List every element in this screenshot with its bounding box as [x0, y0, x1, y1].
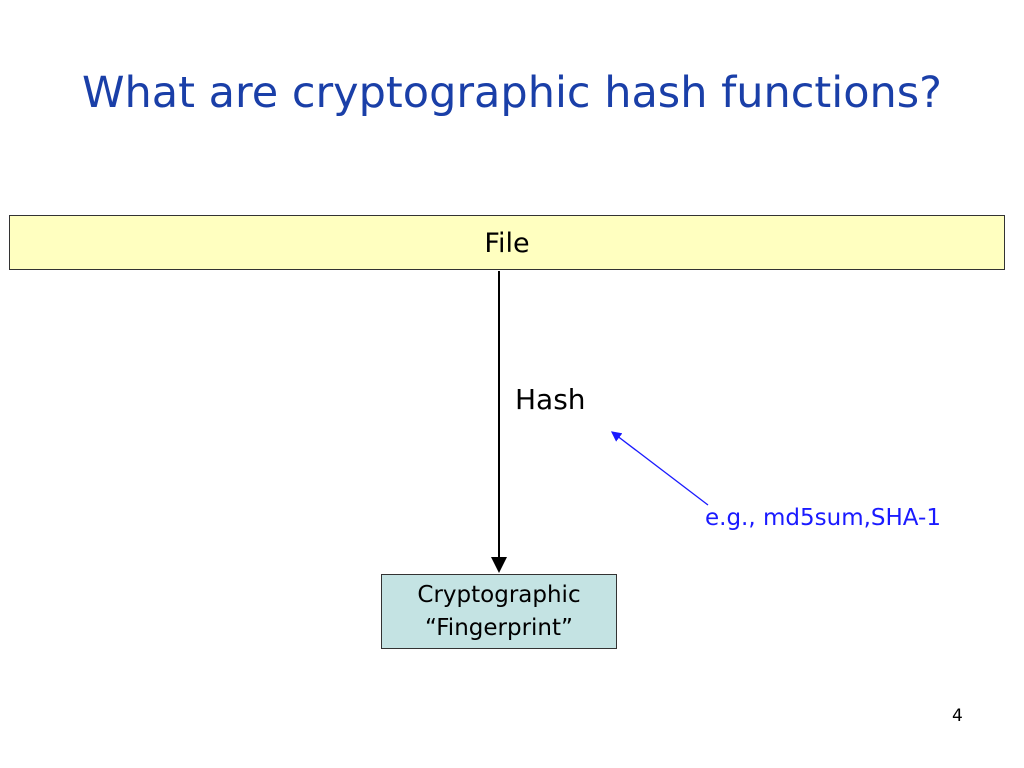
page-number: 4	[952, 706, 963, 726]
hash-label: Hash	[515, 383, 586, 416]
fingerprint-line2: “Fingerprint”	[425, 615, 573, 641]
example-pointer-arrow	[610, 431, 709, 506]
fingerprint-line1: Cryptographic	[417, 582, 581, 608]
slide-title: What are cryptographic hash functions?	[81, 68, 943, 118]
fingerprint-box: Cryptographic “Fingerprint”	[381, 574, 617, 649]
example-label: e.g., md5sum,SHA-1	[705, 505, 941, 531]
file-box: File	[9, 215, 1005, 270]
